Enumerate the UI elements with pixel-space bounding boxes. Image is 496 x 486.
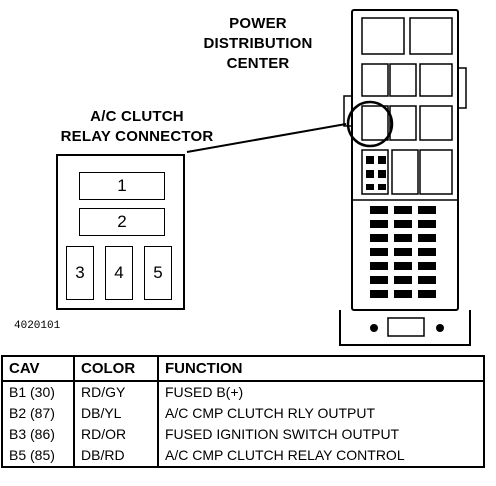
cavity-1: 1 <box>79 172 165 200</box>
ac-relay-title: A/C CLUTCH RELAY CONNECTOR <box>52 107 222 147</box>
relay-connector: 1 2 3 4 5 <box>56 154 185 310</box>
leader-line <box>186 123 347 153</box>
relay-b3 <box>419 105 453 141</box>
cell-color: DB/YL <box>73 403 159 424</box>
pdc-title-line1: POWER <box>229 15 287 32</box>
relay-a3 <box>419 63 453 97</box>
table-row: B2 (87) DB/YL A/C CMP CLUTCH RLY OUTPUT <box>1 403 485 424</box>
cell-cav: B1 (30) <box>1 381 75 403</box>
pdc-housing <box>351 9 459 311</box>
relay-a1 <box>361 63 389 97</box>
cell-function: FUSED IGNITION SWITCH OUTPUT <box>157 424 485 445</box>
cell-cav: B3 (86) <box>1 424 75 445</box>
cell-function: A/C CMP CLUTCH RLY OUTPUT <box>157 403 485 424</box>
cavity-2: 2 <box>79 208 165 236</box>
relay-c2 <box>391 149 419 195</box>
table-row: B1 (30) RD/GY FUSED B(+) <box>1 381 485 403</box>
header-color: COLOR <box>73 355 159 382</box>
relay-b2 <box>389 105 417 141</box>
pdc-base <box>339 310 471 346</box>
cavity-table: CAV COLOR FUNCTION B1 (30) RD/GY FUSED B… <box>1 355 485 468</box>
fuse-block-c1 <box>361 149 389 195</box>
figure-id: 4020101 <box>14 320 61 332</box>
relay-a2 <box>389 63 417 97</box>
header-cav: CAV <box>1 355 75 382</box>
base-connector <box>387 317 425 337</box>
fuse-grid <box>366 156 436 298</box>
table-row: B5 (85) DB/RD A/C CMP CLUTCH RELAY CONTR… <box>1 445 485 468</box>
pdc-title: POWER DISTRIBUTION CENTER <box>196 14 320 74</box>
ac-relay-title-line2: RELAY CONNECTOR <box>60 128 214 145</box>
pdc-title-line3: CENTER <box>226 55 290 72</box>
relay-c3 <box>419 149 453 195</box>
ac-relay-title-line1: A/C CLUTCH <box>90 108 184 125</box>
highlight-circle <box>346 100 394 148</box>
table-header-row: CAV COLOR FUNCTION <box>1 355 485 382</box>
cell-cav: B5 (85) <box>1 445 75 468</box>
pdc-title-line2: DISTRIBUTION <box>203 35 313 52</box>
header-function: FUNCTION <box>157 355 485 382</box>
relay-wiper <box>361 17 405 55</box>
cell-cav: B2 (87) <box>1 403 75 424</box>
cavity-3: 3 <box>66 246 94 300</box>
cell-function: A/C CMP CLUTCH RELAY CONTROL <box>157 445 485 468</box>
base-pin-right <box>436 324 444 332</box>
table-row: B3 (86) RD/OR FUSED IGNITION SWITCH OUTP… <box>1 424 485 445</box>
cavity-5: 5 <box>144 246 172 300</box>
cell-function: FUSED B(+) <box>157 381 485 403</box>
relay-ac-clutch <box>361 105 389 141</box>
base-pin-left <box>370 324 378 332</box>
cell-color: DB/RD <box>73 445 159 468</box>
cavity-4: 4 <box>105 246 133 300</box>
relay-abs-pump <box>409 17 453 55</box>
cell-color: RD/GY <box>73 381 159 403</box>
cell-color: RD/OR <box>73 424 159 445</box>
pdc-side-tab <box>457 67 467 109</box>
pdc-drawing <box>186 9 471 346</box>
